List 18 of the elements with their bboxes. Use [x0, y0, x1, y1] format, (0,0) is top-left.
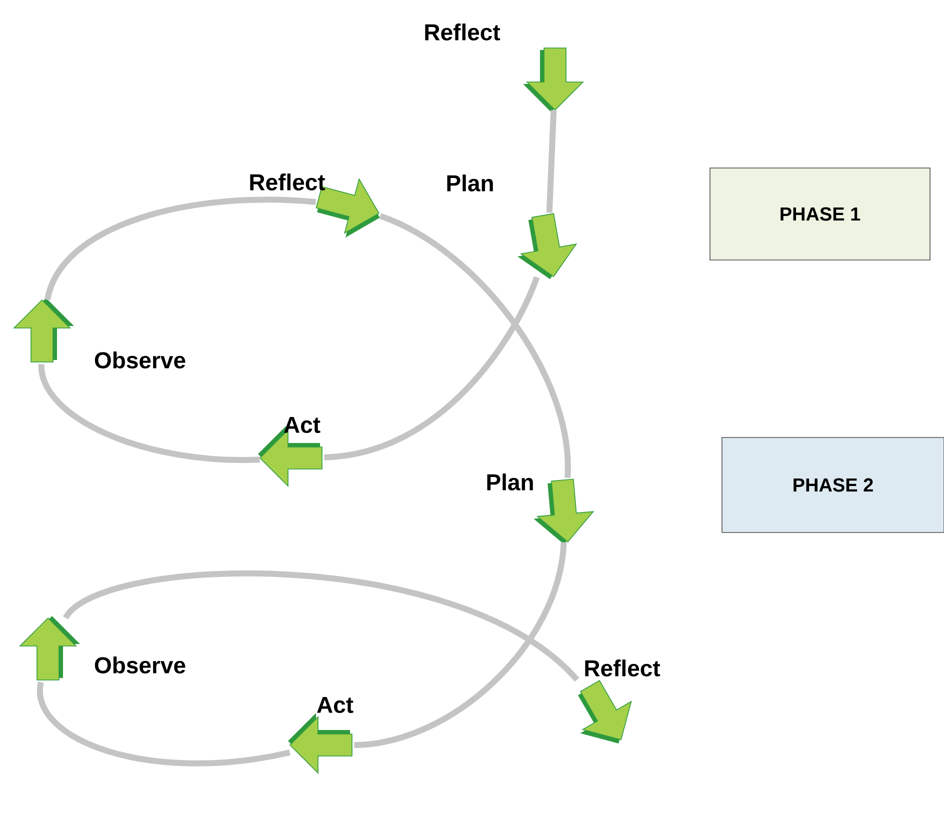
- curve-line: [354, 542, 567, 748]
- phase-box: PHASE 2: [722, 437, 944, 533]
- curve-line: [44, 196, 316, 301]
- stage-label: Plan: [487, 474, 533, 490]
- phase-box: PHASE 1: [710, 168, 930, 260]
- stage-label: Reflect: [585, 660, 660, 676]
- curve-line: [64, 570, 580, 682]
- curve-line: [379, 213, 570, 478]
- stage-label: Act: [317, 696, 354, 714]
- curve-line: [37, 682, 290, 766]
- stage-label: Reflect: [250, 174, 326, 190]
- curve-line: [324, 276, 540, 460]
- stage-label: Observe: [94, 352, 186, 368]
- stage-label: Reflect: [425, 24, 500, 40]
- stage-label: Observe: [94, 656, 186, 674]
- stage-label: Plan: [447, 174, 493, 192]
- curve-line: [546, 110, 557, 213]
- curve-line: [38, 364, 260, 463]
